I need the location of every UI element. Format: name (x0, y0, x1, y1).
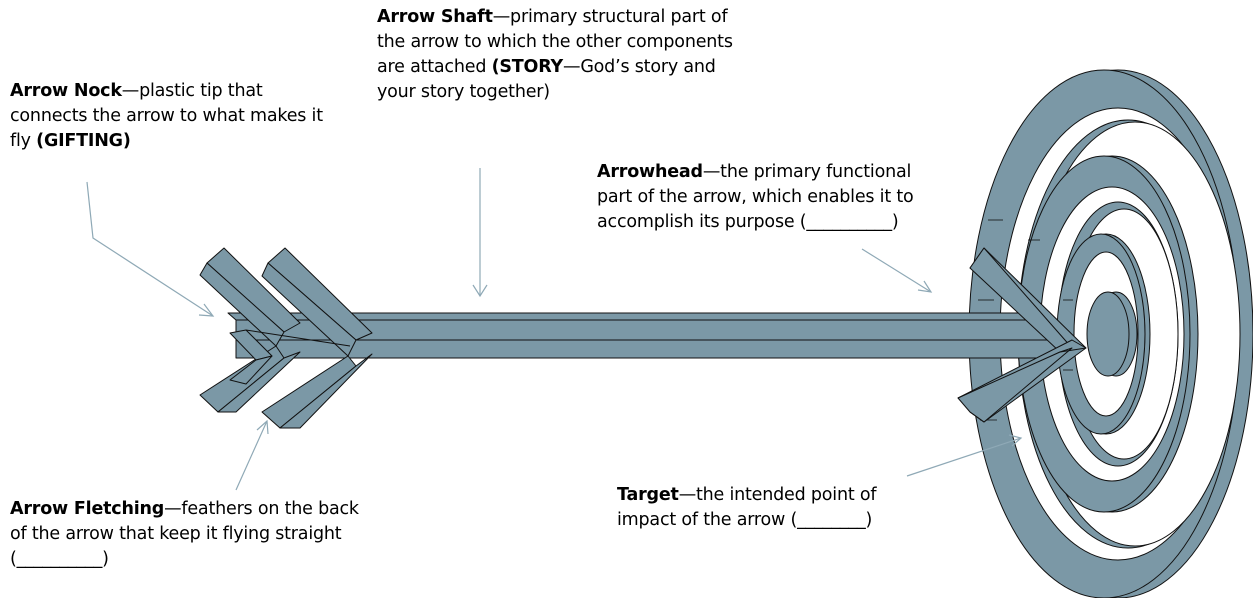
arrowhead-term: Arrowhead (597, 162, 703, 182)
arrow-nock-lower (229, 355, 273, 385)
arrow-shaft-label: Arrow Shaft—primary structural part of t… (377, 5, 737, 105)
fletching-pointer-head (256, 419, 269, 435)
arrow-shaft-tag-rest: —God’s story and your story together) (377, 57, 716, 102)
nock-pointer-head (198, 303, 215, 317)
arrow-nock-label: Arrow Nock—plastic tip that connects the… (10, 79, 330, 154)
arrowhead-pointer (861, 248, 932, 293)
target-rings (968, 69, 1253, 598)
arrow-shaft-desc: —primary structural part of the arrow to… (377, 7, 733, 77)
arrowhead-pointer-head (917, 280, 933, 293)
arrow (199, 247, 1087, 429)
fletching-rear-lower-top (217, 351, 301, 413)
arrowhead-label: Arrowhead—the primary functional part of… (597, 160, 947, 235)
arrow-shaft-front (235, 339, 1059, 359)
arrow-nock-tag: (GIFTING) (36, 131, 131, 151)
fletching-front-lower-top (279, 353, 373, 429)
arrowhead-lower-face (957, 347, 1073, 423)
target-desc: —the intended point of impact of the arr… (617, 485, 877, 530)
target-bullseye-front (1086, 291, 1130, 377)
target-pointer-head (1008, 434, 1023, 447)
fletching-pointer (235, 420, 268, 491)
arrow-fletching-label: Arrow Fletching—feathers on the back of … (10, 497, 370, 572)
arrow-shaft-term: Arrow Shaft (377, 7, 493, 27)
shaft-pointer-head (472, 284, 488, 298)
target-label: Target—the intended point of impact of t… (617, 483, 907, 533)
arrow-fletching-term: Arrow Fletching (10, 499, 165, 519)
arrow-nock-desc: —plastic tip that connects the arrow to … (10, 81, 323, 151)
arrow-shaft-tag: STORY (499, 57, 564, 77)
arrow-nock-term: Arrow Nock (10, 81, 122, 101)
arrow-shaft-tag-open: ( (491, 57, 500, 77)
arrow-fletching-desc: —feathers on the back of the arrow that … (10, 499, 359, 569)
pointer-lines (86, 168, 1023, 491)
arrowhead-desc: —the primary functional part of the arro… (597, 162, 914, 232)
nock-pointer (86, 181, 214, 317)
target-term: Target (617, 485, 679, 505)
target-pointer (906, 437, 1022, 477)
